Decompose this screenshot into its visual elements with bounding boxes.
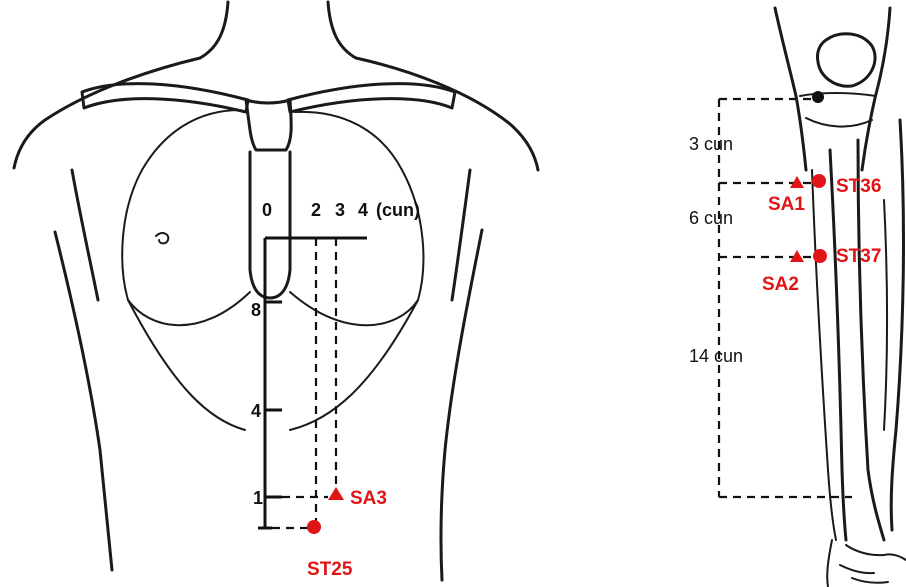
- knee-landmark-dot: [812, 91, 824, 103]
- st36-label: ST36: [836, 176, 881, 197]
- st25-circle-icon: [307, 520, 321, 534]
- st37-circle-icon: [813, 249, 827, 263]
- v-tick-label-1: 1: [253, 488, 263, 508]
- v-tick-label-4: 4: [251, 401, 261, 421]
- leg-outline: [775, 8, 906, 587]
- torso-panel: 0 2 3 4 (cun) 8 4 1 SA3 ST25: [14, 2, 538, 580]
- sa2-label: SA2: [762, 274, 799, 295]
- h-tick-label-0: 0: [262, 200, 272, 220]
- v-tick-label-8: 8: [251, 300, 261, 320]
- leg-panel: 3 cun 6 cun 14 cun ST36 SA1 ST37 SA2: [689, 8, 906, 587]
- h-tick-label-3: 3: [335, 200, 345, 220]
- h-tick-label-4: 4: [358, 200, 368, 220]
- segment-label-6-cun: 6 cun: [689, 208, 733, 228]
- st36-circle-icon: [812, 174, 826, 188]
- sa3-triangle-icon: [328, 487, 344, 500]
- sa3-label: SA3: [350, 488, 387, 509]
- sa1-label: SA1: [768, 194, 805, 215]
- st25-label: ST25: [307, 559, 353, 580]
- segment-label-14-cun: 14 cun: [689, 346, 743, 366]
- st37-label: ST37: [836, 246, 881, 267]
- torso-outline: [14, 2, 538, 580]
- h-ruler-unit-label: (cun): [376, 200, 420, 220]
- segment-label-3-cun: 3 cun: [689, 134, 733, 154]
- h-tick-label-2: 2: [311, 200, 321, 220]
